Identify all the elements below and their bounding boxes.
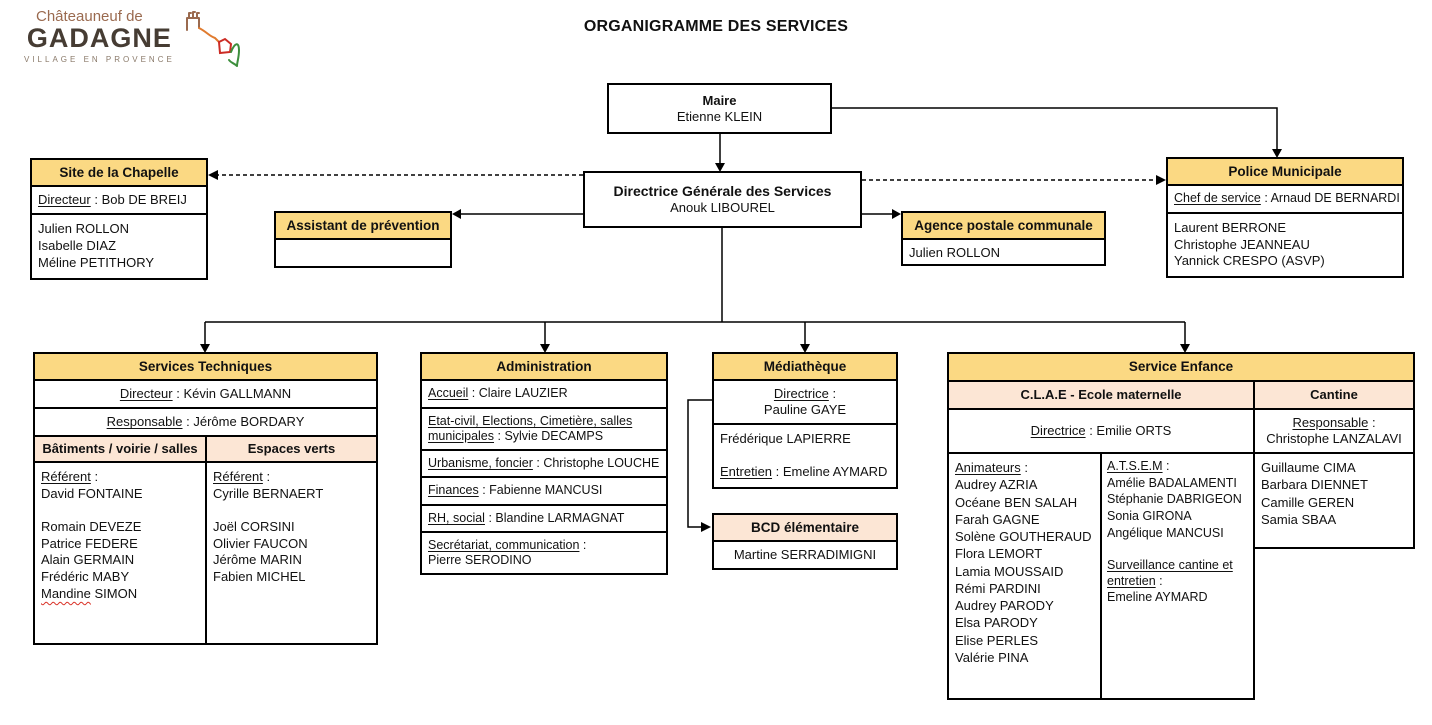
enfance-cantine-header: Cantine [1253, 380, 1415, 410]
staff-name: Valérie PINA [955, 649, 1029, 665]
staff-name: Flora LEMORT [955, 546, 1043, 562]
administration-header: Administration [422, 354, 666, 382]
enfance-clae-header: C.L.A.E - Ecole maternelle [947, 380, 1255, 410]
staff-name: Mandine SIMON [41, 586, 138, 602]
page-title: ORGANIGRAMME DES SERVICES [583, 18, 849, 35]
staff-name: Joël CORSINI [213, 518, 295, 534]
staff-name: Emeline AYMARD [1107, 590, 1208, 605]
enfance-cantine-manager: Responsable :Christophe LANZALAVI [1253, 408, 1415, 454]
techniques-manager-row: Responsable : Jérôme BORDARY [35, 409, 376, 438]
enfance-animateurs: Animateurs : Audrey AZRIA Océane BEN SAL… [947, 452, 1102, 700]
staff-name: Cyrille BERNAERT [213, 485, 324, 501]
maire-title: Maire [702, 92, 737, 108]
staff-name: Julien ROLLON [38, 221, 130, 237]
box-mediatheque: Médiathèque Directrice :Pauline GAYE Fré… [712, 352, 898, 489]
staff-name: Audrey PARODY [955, 598, 1054, 613]
staff-name: Farah GAGNE [955, 511, 1040, 527]
staff-name: Méline PETITHORY [38, 255, 155, 271]
staff-name: Jérôme MARIN [213, 552, 302, 568]
enfance-header: Service Enfance [947, 352, 1415, 382]
admin-row-etat-civil: Etat-civil, Elections, Cimetière, salles… [422, 409, 666, 452]
box-maire: Maire Etienne KLEIN [607, 83, 832, 134]
staff-name: Christophe JEANNEAU [1174, 236, 1310, 252]
staff-name: Audrey AZRIA [955, 477, 1038, 493]
police-staff: Laurent BERRONE Christophe JEANNEAU Yann… [1168, 214, 1402, 277]
assistant-header: Assistant de prévention [276, 213, 450, 241]
village-skyline-icon [185, 11, 240, 67]
staff-name: Isabelle DIAZ [38, 238, 117, 254]
staff-name: Romain DEVEZE [41, 518, 142, 534]
staff-name: Yannick CRESPO (ASVP) [1174, 253, 1325, 269]
police-header: Police Municipale [1168, 159, 1402, 187]
police-chef-row: Chef de service : Arnaud DE BERNARDI [1168, 186, 1402, 214]
admin-row-rh-social: RH, social : Blandine LARMAGNAT [422, 506, 666, 533]
techniques-col2-header: Espaces verts [207, 437, 376, 464]
assistant-empty-body [276, 240, 450, 263]
techniques-director-row: Directeur : Kévin GALLMANN [35, 381, 376, 410]
commune-logo: Châteauneuf de GADAGNE VILLAGE EN PROVEN… [24, 8, 247, 70]
admin-row-urbanisme: Urbanisme, foncier : Christophe LOUCHE [422, 451, 666, 479]
enfance-cantine-staff: Guillaume CIMA Barbara DIENNET Camille G… [1253, 452, 1415, 549]
staff-name: Elise PERLES [955, 632, 1039, 648]
techniques-col1-staff: Référent : David FONTAINE Romain DEVEZE … [35, 463, 205, 643]
chapelle-staff: Julien ROLLON Isabelle DIAZ Méline PETIT… [32, 215, 206, 278]
staff-name: Solène GOUTHERAUD [955, 529, 1092, 544]
staff-name: Angélique MANCUSI [1107, 525, 1224, 540]
enfance-clae-director: Directrice : Emilie ORTS [947, 408, 1255, 454]
techniques-header: Services Techniques [35, 354, 376, 382]
box-dgs: Directrice Générale des Services Anouk L… [583, 171, 862, 228]
staff-name: Rémi PARDINI [955, 580, 1041, 596]
mediatheque-staff: Frédérique LAPIERRE Entretien : Emeline … [714, 425, 896, 487]
mediatheque-entretien-row: Entretien : Emeline AYMARD [720, 464, 888, 480]
agence-header: Agence postale communale [903, 213, 1104, 241]
staff-name: Guillaume CIMA [1261, 460, 1356, 475]
box-police: Police Municipale Chef de service : Arna… [1166, 157, 1404, 279]
staff-name: Olivier FAUCON [213, 535, 308, 551]
admin-row-accueil: Accueil : Claire LAUZIER [422, 381, 666, 409]
maire-name: Etienne KLEIN [676, 108, 763, 124]
staff-name: Sonia GIRONA [1107, 508, 1192, 523]
admin-row-secretariat: Secrétariat, communication :Pierre SEROD… [428, 537, 587, 568]
chapelle-header: Site de la Chapelle [32, 160, 206, 188]
staff-name: Frédérique LAPIERRE [720, 431, 851, 447]
logo-line3: VILLAGE EN PROVENCE [24, 55, 175, 64]
staff-name: Barbara DIENNET [1261, 477, 1368, 493]
dgs-title: Directrice Générale des Services [613, 183, 832, 200]
agence-staff: Julien ROLLON [909, 245, 1001, 261]
staff-name: Laurent BERRONE [1174, 219, 1286, 235]
staff-name: Fabien MICHEL [213, 569, 306, 585]
techniques-col-espaces-verts: Espaces verts Référent : Cyrille BERNAER… [207, 437, 376, 643]
logo-line2: GADAGNE [26, 23, 172, 53]
bcd-header: BCD élémentaire [714, 515, 896, 543]
mediatheque-director-row: Directrice :Pauline GAYE [714, 381, 896, 426]
staff-name: Camille GEREN [1261, 494, 1355, 510]
admin-row-finances: Finances : Fabienne MANCUSI [422, 478, 666, 506]
box-services-techniques: Services Techniques Directeur : Kévin GA… [33, 352, 378, 646]
staff-name: Samia SBAA [1261, 511, 1337, 527]
staff-name: David FONTAINE [41, 485, 143, 501]
staff-name: Frédéric MABY [41, 569, 130, 585]
box-chapelle: Site de la Chapelle Directeur : Bob DE B… [30, 158, 208, 280]
mediatheque-header: Médiathèque [714, 354, 896, 382]
techniques-col-batiments: Bâtiments / voirie / salles Référent : D… [35, 437, 207, 644]
techniques-col1-header: Bâtiments / voirie / salles [35, 437, 205, 464]
enfance-atsem: A.T.S.E.M : Amélie BADALAMENTI Stéphanie… [1100, 452, 1255, 700]
staff-name: Patrice FEDERE [41, 535, 138, 551]
dgs-name: Anouk LIBOUREL [670, 200, 775, 216]
staff-name: Alain GERMAIN [41, 552, 135, 568]
staff-name: Océane BEN SALAH [955, 494, 1078, 510]
staff-name: Lamia MOUSSAID [955, 563, 1064, 579]
bcd-staff: Martine SERRADIMIGNI [733, 547, 877, 563]
box-administration: Administration Accueil : Claire LAUZIER … [420, 352, 668, 576]
chapelle-director-row: Directeur : Bob DE BREIJ [32, 187, 206, 216]
techniques-col2-staff: Référent : Cyrille BERNAERT Joël CORSINI… [207, 463, 376, 592]
box-assistant-prevention: Assistant de prévention [274, 211, 452, 268]
box-bcd-elementaire: BCD élémentaire Martine SERRADIMIGNI [712, 513, 898, 571]
staff-name: Amélie BADALAMENTI [1107, 475, 1237, 490]
enfance-surveillance-label: Surveillance cantine et entretien : [1107, 558, 1233, 588]
staff-name: Elsa PARODY [955, 615, 1038, 631]
box-agence-postale: Agence postale communale Julien ROLLON [901, 211, 1106, 266]
logo-line1: Châteauneuf de [36, 8, 143, 25]
staff-name: Stéphanie DABRIGEON [1107, 492, 1242, 507]
